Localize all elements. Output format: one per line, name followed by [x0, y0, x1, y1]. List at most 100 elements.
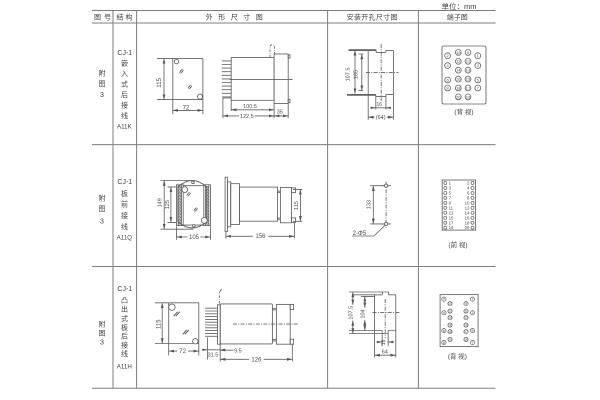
svg-text:156: 156	[255, 234, 266, 240]
svg-text:安装开孔尺寸图: 安装开孔尺寸图	[347, 12, 398, 21]
svg-text:16: 16	[456, 77, 461, 82]
svg-text:107.5: 107.5	[346, 68, 352, 82]
svg-text:16: 16	[381, 339, 387, 345]
svg-text:(64): (64)	[376, 115, 386, 121]
svg-text:20: 20	[448, 338, 452, 342]
svg-text:18: 18	[465, 220, 470, 225]
svg-text:式: 式	[121, 80, 128, 89]
svg-text:8: 8	[443, 341, 445, 345]
svg-text:4: 4	[443, 311, 445, 315]
svg-text:3: 3	[477, 63, 480, 68]
svg-text:17: 17	[464, 330, 468, 334]
svg-text:图: 图	[99, 329, 106, 337]
svg-text:嵌: 嵌	[121, 60, 128, 68]
svg-text:19: 19	[449, 225, 454, 230]
svg-text:5: 5	[449, 190, 452, 195]
svg-text:17: 17	[466, 85, 471, 90]
svg-text:13: 13	[464, 316, 468, 320]
svg-text:125: 125	[165, 200, 171, 209]
svg-text:12: 12	[448, 309, 452, 313]
svg-text:10: 10	[448, 302, 452, 306]
svg-text:2: 2	[467, 181, 470, 186]
svg-text:1: 1	[449, 181, 452, 186]
svg-text:15: 15	[464, 323, 468, 327]
svg-text:16: 16	[465, 215, 470, 220]
svg-text:115: 115	[156, 319, 162, 329]
svg-text:5: 5	[472, 329, 474, 333]
svg-text:后: 后	[121, 90, 128, 99]
svg-text:31.5: 31.5	[208, 353, 219, 359]
svg-text:8: 8	[467, 195, 470, 200]
svg-text:线: 线	[121, 222, 128, 231]
svg-text:6: 6	[467, 190, 470, 195]
svg-text:11: 11	[464, 309, 468, 313]
svg-text:9: 9	[465, 302, 467, 306]
svg-text:入: 入	[121, 70, 128, 78]
svg-text:A11H: A11H	[117, 364, 132, 371]
svg-text:接: 接	[121, 211, 128, 220]
svg-text:(背 视): (背 视)	[448, 352, 467, 361]
svg-text:(前 视): (前 视)	[448, 240, 467, 249]
svg-text:35: 35	[277, 110, 283, 116]
svg-text:1: 1	[472, 298, 474, 302]
svg-text:16: 16	[377, 102, 383, 108]
svg-text:15: 15	[466, 77, 471, 82]
svg-text:3: 3	[100, 218, 104, 225]
svg-text:出: 出	[121, 305, 128, 314]
svg-text:单位：mm: 单位：mm	[442, 1, 477, 11]
svg-text:10: 10	[465, 200, 470, 205]
svg-text:122.5: 122.5	[240, 114, 254, 120]
svg-text:20: 20	[465, 225, 470, 230]
svg-text:端子图: 端子图	[447, 12, 468, 21]
svg-text:115: 115	[294, 201, 300, 210]
svg-text:64: 64	[382, 349, 388, 355]
svg-text:前: 前	[121, 200, 128, 209]
svg-text:13: 13	[466, 68, 471, 73]
svg-text:A11K: A11K	[117, 124, 133, 131]
svg-text:7: 7	[472, 341, 474, 345]
svg-text:后: 后	[121, 332, 128, 341]
svg-text:5: 5	[477, 77, 480, 82]
svg-text:105: 105	[189, 235, 200, 241]
svg-text:105: 105	[354, 70, 360, 79]
svg-text:10: 10	[456, 50, 461, 55]
svg-text:72: 72	[183, 105, 190, 111]
svg-text:9.5: 9.5	[234, 348, 242, 354]
svg-text:接: 接	[121, 340, 128, 349]
svg-text:CJ-1: CJ-1	[117, 179, 132, 186]
svg-text:4: 4	[467, 186, 470, 191]
svg-text:A11Q: A11Q	[117, 235, 133, 242]
svg-text:板: 板	[121, 323, 128, 332]
svg-text:9: 9	[449, 200, 452, 205]
svg-text:14: 14	[456, 68, 461, 73]
svg-text:100.5: 100.5	[243, 104, 257, 110]
svg-text:13: 13	[449, 210, 454, 215]
svg-text:18: 18	[448, 330, 452, 334]
svg-text:3: 3	[100, 340, 104, 347]
svg-text:107.5: 107.5	[348, 306, 354, 320]
svg-text:凸: 凸	[121, 297, 128, 305]
svg-text:7: 7	[449, 195, 452, 200]
svg-text:3: 3	[100, 92, 104, 99]
svg-text:11: 11	[449, 205, 454, 210]
svg-text:3: 3	[449, 186, 452, 191]
svg-text:19: 19	[464, 338, 468, 342]
svg-text:14: 14	[465, 210, 470, 215]
svg-text:7: 7	[477, 85, 480, 90]
svg-text:16: 16	[448, 323, 452, 327]
svg-text:115: 115	[157, 77, 163, 87]
svg-text:CJ-1: CJ-1	[117, 286, 132, 293]
svg-text:结构: 结构	[117, 12, 135, 21]
svg-text:4: 4	[446, 63, 449, 68]
svg-text:104: 104	[360, 309, 366, 318]
svg-text:18: 18	[456, 85, 461, 90]
svg-text:149: 149	[158, 198, 164, 207]
svg-text:2-Φ5: 2-Φ5	[353, 231, 367, 237]
svg-text:图号: 图号	[94, 13, 114, 21]
svg-text:17: 17	[449, 220, 454, 225]
svg-text:11: 11	[466, 59, 471, 64]
svg-text:2: 2	[443, 298, 445, 302]
svg-text:3: 3	[472, 311, 474, 315]
svg-text:19: 19	[466, 94, 471, 99]
svg-text:9: 9	[467, 50, 470, 55]
